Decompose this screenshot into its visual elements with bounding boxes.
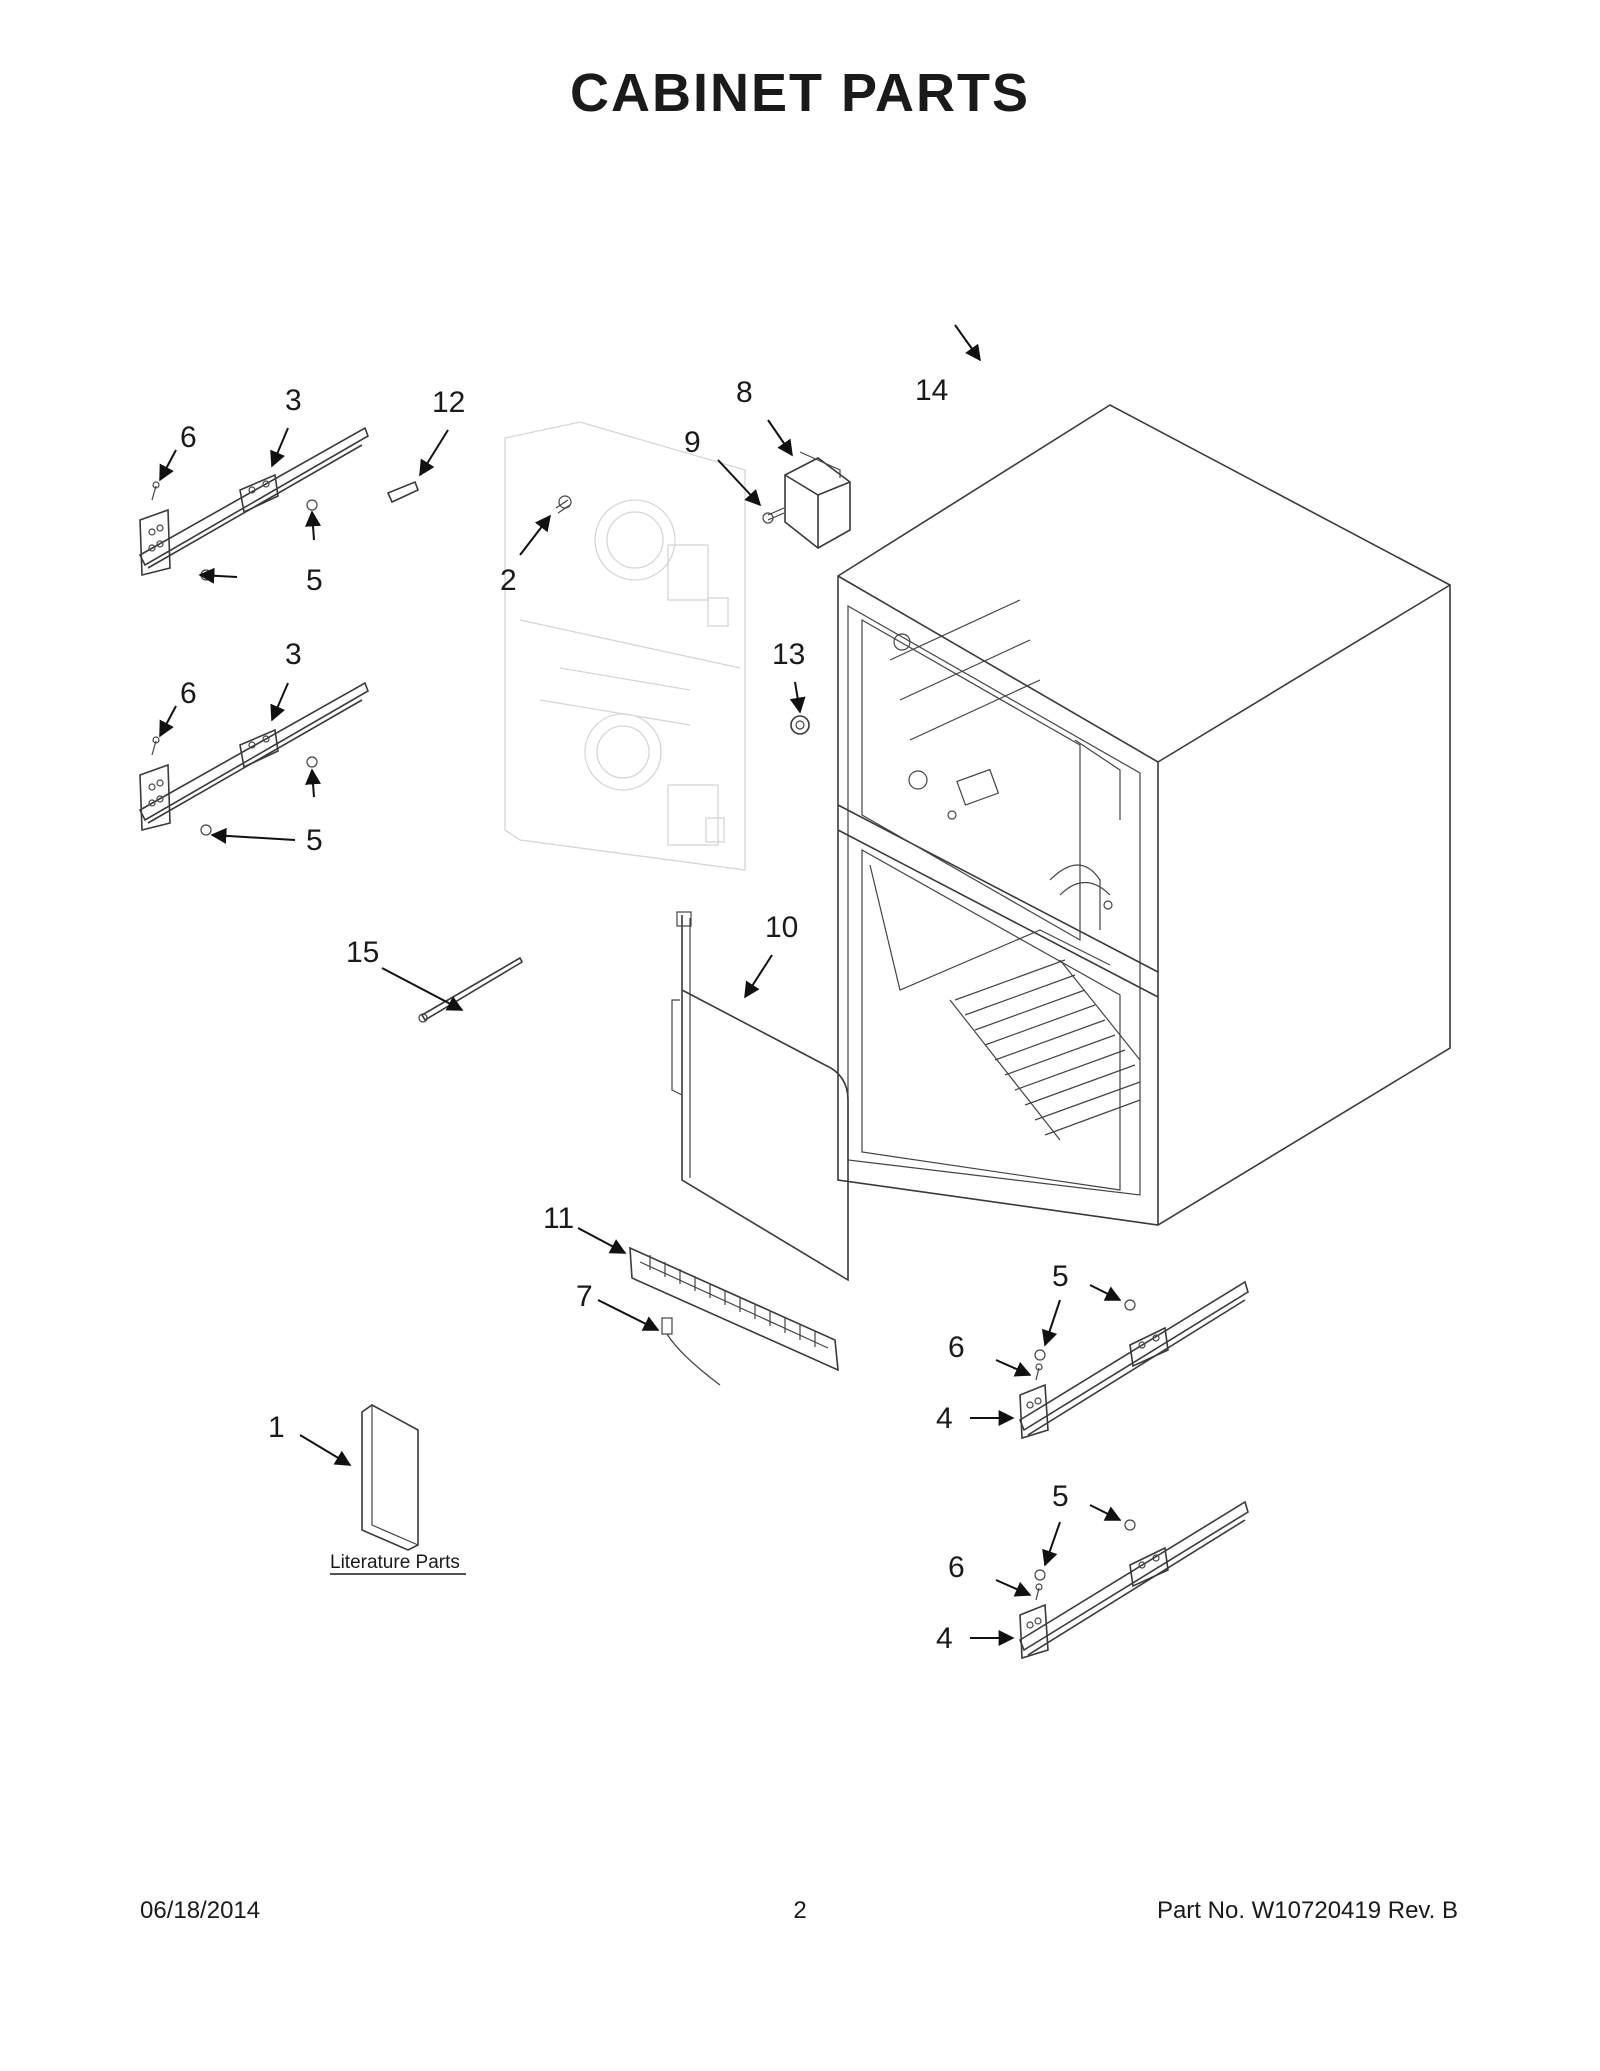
callout-5: 5 <box>1052 1260 1069 1293</box>
callout-8: 8 <box>736 376 753 409</box>
callout-7: 7 <box>576 1280 593 1313</box>
screw-part-6-upper-b <box>151 736 160 756</box>
callout-6: 6 <box>948 1551 965 1584</box>
callout-6: 6 <box>180 677 197 710</box>
callout-2: 2 <box>500 564 517 597</box>
slide-rail-part-4-upper <box>1019 1280 1249 1440</box>
control-box-part-8 <box>784 451 851 549</box>
tie-strap-part-15 <box>418 956 524 1023</box>
slide-rail-part-3-upper <box>138 426 369 577</box>
screw-part-2 <box>555 495 572 514</box>
callout-5: 5 <box>306 564 323 597</box>
leader-arrows <box>159 324 1122 1646</box>
callout-4: 4 <box>936 1622 953 1655</box>
screw-part-6-lower-a <box>1035 1363 1043 1381</box>
callout-3: 3 <box>285 638 302 671</box>
callout-6: 6 <box>180 421 197 454</box>
callout-5: 5 <box>1052 1480 1069 1513</box>
literature-part-1 <box>361 1404 419 1551</box>
slide-rail-part-4-lower <box>1019 1500 1249 1660</box>
footer-part-number: Part No. W10720419 Rev. B <box>1156 1897 1458 1924</box>
callout-4: 4 <box>936 1402 953 1435</box>
heater-loop-part-10 <box>671 911 849 1282</box>
grommet-part-13 <box>790 715 810 735</box>
screw-part-6-lower-b <box>1035 1583 1043 1601</box>
callout-3: 3 <box>285 384 302 417</box>
screw-part-6-upper-a <box>151 481 160 501</box>
callout-12: 12 <box>432 386 465 419</box>
callout-9: 9 <box>684 426 701 459</box>
cabinet-part-14 <box>837 404 1451 1226</box>
screw-part-9 <box>762 507 785 524</box>
callout-1: 1 <box>268 1411 285 1444</box>
clip-part-12 <box>386 480 420 504</box>
screw-part-5-lower-a <box>1034 1299 1136 1361</box>
callout-10: 10 <box>765 911 798 944</box>
callout-13: 13 <box>772 638 805 671</box>
callout-6: 6 <box>948 1331 965 1364</box>
callout-5: 5 <box>306 824 323 857</box>
bracket-part-11 <box>629 1246 839 1372</box>
rear-panel-ghost <box>504 421 746 871</box>
callout-labels: 3 6 12 5 2 3 6 5 8 9 14 13 10 15 11 7 1 … <box>180 374 1069 1655</box>
page-title: CABINET PARTS <box>569 63 1030 123</box>
footer-page-number: 2 <box>793 1897 807 1924</box>
callout-11: 11 <box>543 1202 574 1235</box>
literature-parts-label: Literature Parts <box>330 1552 460 1573</box>
screw-part-5-upper-a <box>200 499 318 581</box>
screw-part-5-lower-b <box>1034 1519 1136 1581</box>
callout-15: 15 <box>346 936 379 969</box>
sensor-part-7 <box>661 1317 721 1386</box>
screw-part-5-upper-b <box>200 756 318 836</box>
callout-14: 14 <box>915 374 948 407</box>
footer-date: 06/18/2014 <box>140 1897 261 1924</box>
slide-rail-part-3-lower <box>138 681 369 832</box>
